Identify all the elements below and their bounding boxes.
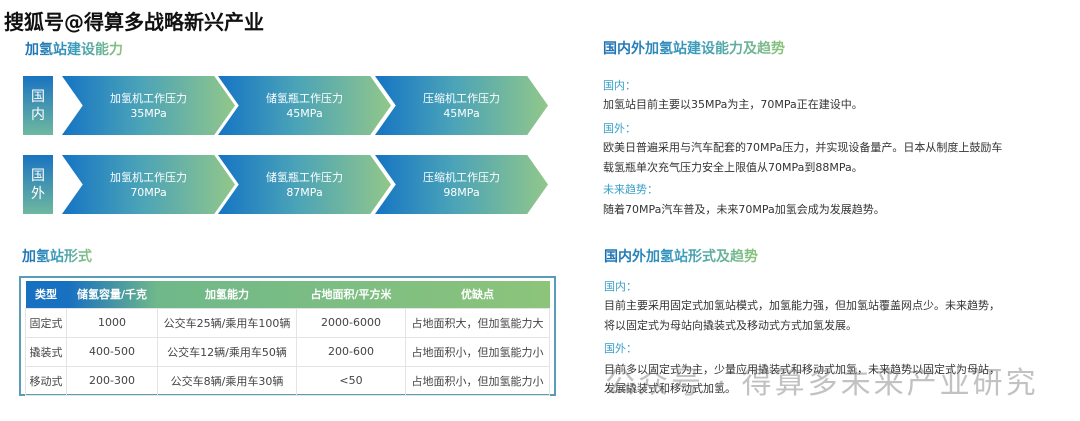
chevron-name: 压缩机工作压力 bbox=[423, 170, 500, 184]
label-char: 内 bbox=[31, 106, 45, 123]
row-label-foreign: 国外 bbox=[23, 155, 53, 214]
chevron-value: 35MPa bbox=[130, 106, 167, 120]
forms-title: 加氢站形式 bbox=[22, 246, 92, 266]
cell: 公交车12辆/乘用车50辆 bbox=[157, 336, 297, 367]
trend2-foreign-text-2: 发展撬装式和移动式加氢。 bbox=[604, 382, 736, 395]
cell: 2000-6000 bbox=[296, 307, 406, 338]
label-char: 国 bbox=[31, 88, 45, 105]
cell: 固定式 bbox=[25, 307, 67, 338]
chevron-value: 70MPa bbox=[130, 185, 167, 199]
row-label-domestic: 国内 bbox=[23, 76, 53, 135]
cell: 公交车8辆/乘用车30辆 bbox=[157, 365, 297, 396]
label-char: 外 bbox=[31, 185, 45, 202]
chevron-value: 45MPa bbox=[443, 106, 480, 120]
col-header: 优缺点 bbox=[461, 288, 494, 302]
trend1-foreign-text-2: 载氢瓶单次充气压力安全上限值从70MPa到88MPa。 bbox=[603, 161, 863, 174]
trend1-foreign-text-1: 欧美日普遍采用与汽车配套的70MPa压力，并实现设备量产。日本从制度上鼓励车 bbox=[603, 141, 1003, 154]
trend1-domestic-label: 国内： bbox=[603, 79, 636, 92]
chevron-value: 98MPa bbox=[443, 185, 480, 199]
cell: 1000 bbox=[66, 307, 158, 338]
cell: 占地面积大，但加氢能力大 bbox=[405, 307, 550, 338]
chevron-name: 加氢机工作压力 bbox=[110, 91, 187, 105]
source-watermark: 搜狐号@得算多战略新兴产业 bbox=[4, 10, 264, 34]
chevron-value: 87MPa bbox=[286, 185, 323, 199]
label-char: 国 bbox=[31, 167, 45, 184]
wechat-watermark: 公众号 · 得算多未来产业研究 bbox=[605, 366, 1039, 401]
capacity-title: 加氢站建设能力 bbox=[25, 39, 123, 59]
cell: 200-600 bbox=[296, 336, 406, 367]
trend2-title: 国内外加氢站形式及趋势 bbox=[604, 246, 758, 266]
col-header: 类型 bbox=[35, 288, 57, 302]
col-header: 储氢容量/千克 bbox=[76, 288, 148, 302]
cell: 200-300 bbox=[66, 365, 158, 396]
trend1-foreign-label: 国外： bbox=[603, 122, 636, 135]
col-header: 占地面积/平方米 bbox=[310, 288, 392, 302]
cell: 公交车25辆/乘用车100辆 bbox=[157, 307, 297, 338]
cell: 占地面积小，但加氢能力小 bbox=[405, 365, 550, 396]
trend2-domestic-label: 国内： bbox=[604, 280, 637, 293]
chevron-name: 加氢机工作压力 bbox=[110, 170, 187, 184]
trend2-foreign-text-1: 目前多以固定式为主，少量应用撬装式和移动式加氢，未来趋势以固定式为母站， bbox=[604, 363, 1000, 376]
trend2-domestic-text-2: 将以固定式为母站向撬装式及移动式方式加氢发展。 bbox=[604, 319, 857, 332]
chevron-name: 压缩机工作压力 bbox=[423, 91, 500, 105]
chevron-name: 储氢瓶工作压力 bbox=[266, 170, 343, 184]
cell: 移动式 bbox=[25, 365, 67, 396]
trend1-title: 国内外加氢站建设能力及趋势 bbox=[603, 38, 785, 58]
trend1-future-label: 未来趋势： bbox=[603, 183, 658, 196]
table-header-row: 类型 储氢容量/千克 加氢能力 占地面积/平方米 优缺点 bbox=[25, 281, 550, 308]
trend2-domestic-text-1: 目前主要采用固定式加氢站模式，加氢能力强，但加氢站覆盖网点少。未来趋势， bbox=[604, 299, 1000, 312]
trend1-domestic-text: 加氢站目前主要以35MPa为主，70MPa正在建设中。 bbox=[603, 98, 863, 111]
chevron-value: 45MPa bbox=[286, 106, 323, 120]
cell: 占地面积小，但加氢能力小 bbox=[405, 336, 550, 367]
col-header: 加氢能力 bbox=[205, 288, 249, 302]
cell: <50 bbox=[296, 365, 406, 396]
cell: 撬装式 bbox=[25, 336, 67, 367]
trend1-future-text: 随着70MPa汽车普及，未来70MPa加氢会成为发展趋势。 bbox=[603, 203, 885, 216]
trend2-foreign-label: 国外： bbox=[604, 342, 637, 355]
cell: 400-500 bbox=[66, 336, 158, 367]
chevron-name: 储氢瓶工作压力 bbox=[266, 91, 343, 105]
